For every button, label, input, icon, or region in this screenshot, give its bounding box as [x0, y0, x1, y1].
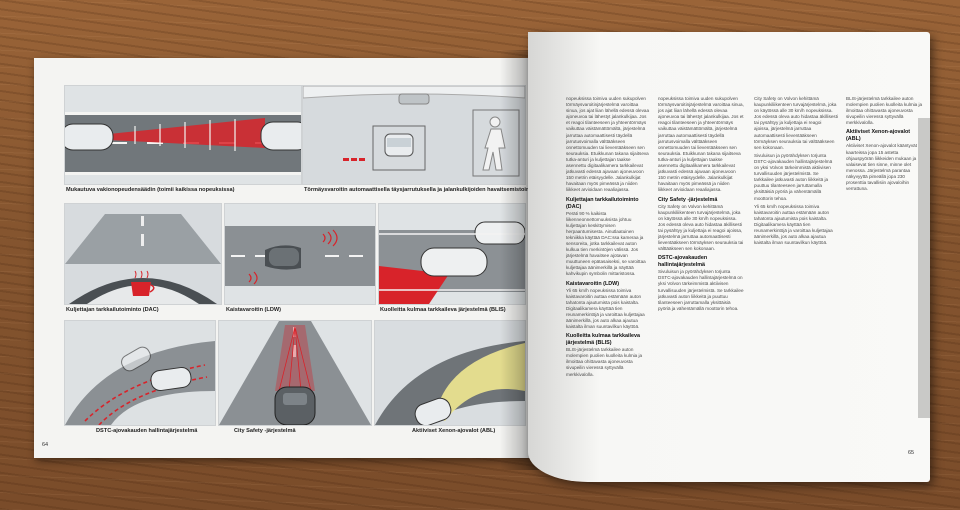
caption-abl: Aktiiviset Xenon-ajovalot (ABL) — [412, 428, 496, 434]
caption-blis: Kuolleitta kulmaa tarkkaileva järjestelm… — [380, 307, 506, 313]
left-page: Mukautuva vakionopeudensäädin (toimii ka… — [34, 58, 549, 458]
heading-ldw: Kaistavaroitin (LDW) — [566, 280, 620, 287]
heading-dstc: DSTC-ajovakauden hallintajärjestelmä — [658, 255, 708, 269]
city-safety-drawing — [219, 321, 371, 425]
body-ldw: Yli 65 km/h nopeuksissa toimiva kaistava… — [566, 287, 645, 330]
caption-acc: Mukautuva vakionopeudensäädin (toimii ka… — [66, 187, 235, 193]
abl-illustration — [374, 320, 526, 426]
column-3-body-a: City Safety on Volvon kehittämä kaupunki… — [754, 96, 838, 150]
column-3-body-c: Yli 65 km/h nopeuksissa toimiva kaistava… — [754, 203, 833, 246]
pedestrian-icon — [482, 116, 506, 171]
body-dstc: Sivuluisun ja pyörähdyksen torjunta DSTC… — [658, 269, 744, 311]
body-city-safety: City Safety on Volvon kehittämä kaupunki… — [658, 203, 744, 252]
caption-dac: Kuljettajan tarkkailutoiminto (DAC) — [66, 307, 159, 313]
acc-drawing — [65, 86, 301, 184]
page-number-left: 64 — [42, 442, 49, 448]
text-column-1: nopeuksissa toimiva uuden sukupolven tör… — [566, 96, 650, 456]
column-4-body-a: BLIS-järjestelmä tarkkailee auton molemp… — [846, 96, 923, 126]
page-edge-tab — [918, 118, 930, 418]
caption-dstc: DSTC-ajovakauden hallintajärjestelmä — [96, 428, 198, 434]
ldw-drawing — [225, 204, 375, 304]
abl-drawing — [375, 321, 525, 425]
dstc-illustration — [64, 320, 216, 426]
coffee-cup-icon — [131, 270, 155, 296]
dstc-drawing — [65, 321, 215, 425]
heading-city-safety: City Safety -järjestelmä — [658, 196, 718, 203]
blis-drawing — [379, 204, 525, 304]
dac-drawing — [65, 204, 221, 304]
caption-city-safety: City Safety -järjestelmä — [234, 428, 296, 434]
text-column-3: City Safety on Volvon kehittämä kaupunki… — [754, 96, 838, 456]
collision-drawing — [303, 86, 525, 184]
column-2-body-a: nopeuksissa toimiva uuden sukupolven tör… — [658, 96, 744, 193]
right-page: nopeuksissa toimiva uuden sukupolven tör… — [528, 32, 930, 482]
body-blis: BLIS-järjestelmä tarkkailee auton molemp… — [566, 347, 643, 377]
acc-illustration — [64, 85, 302, 185]
caption-collision: Törmäysvaroitin automaattisella täysjarr… — [304, 187, 549, 193]
blis-illustration — [378, 203, 526, 305]
collision-illustration — [302, 85, 526, 185]
column-3-body-b: Sivuluisun ja pyörähdyksen torjunta DSTC… — [754, 152, 833, 201]
heading-dac: Kuljettajan tarkkailutoiminto (DAC) — [566, 196, 639, 210]
text-column-2: nopeuksissa toimiva uuden sukupolven tör… — [658, 96, 744, 456]
column-1-body-a: nopeuksissa toimiva uuden sukupolven tör… — [566, 96, 649, 193]
body-dac: Peräti 90 % kaikista liikenneonnettomuuk… — [566, 210, 646, 277]
city-safety-illustration — [218, 320, 372, 426]
body-abl: Aktiiviset Xenon-ajovalot kääntyvät kaar… — [846, 143, 917, 192]
caption-ldw: Kaistavaroitin (LDW) — [226, 307, 282, 313]
dac-illustration — [64, 203, 222, 305]
heading-blis: Kuolleitta kulmaa tarkkaileva järjestelm… — [566, 333, 641, 347]
text-column-4: BLIS-järjestelmä tarkkailee auton molemp… — [846, 96, 926, 446]
page-number-right: 65 — [908, 450, 915, 456]
heading-abl: Aktiiviset Xenon-ajovalot (ABL) — [846, 129, 911, 143]
ldw-illustration — [224, 203, 376, 305]
